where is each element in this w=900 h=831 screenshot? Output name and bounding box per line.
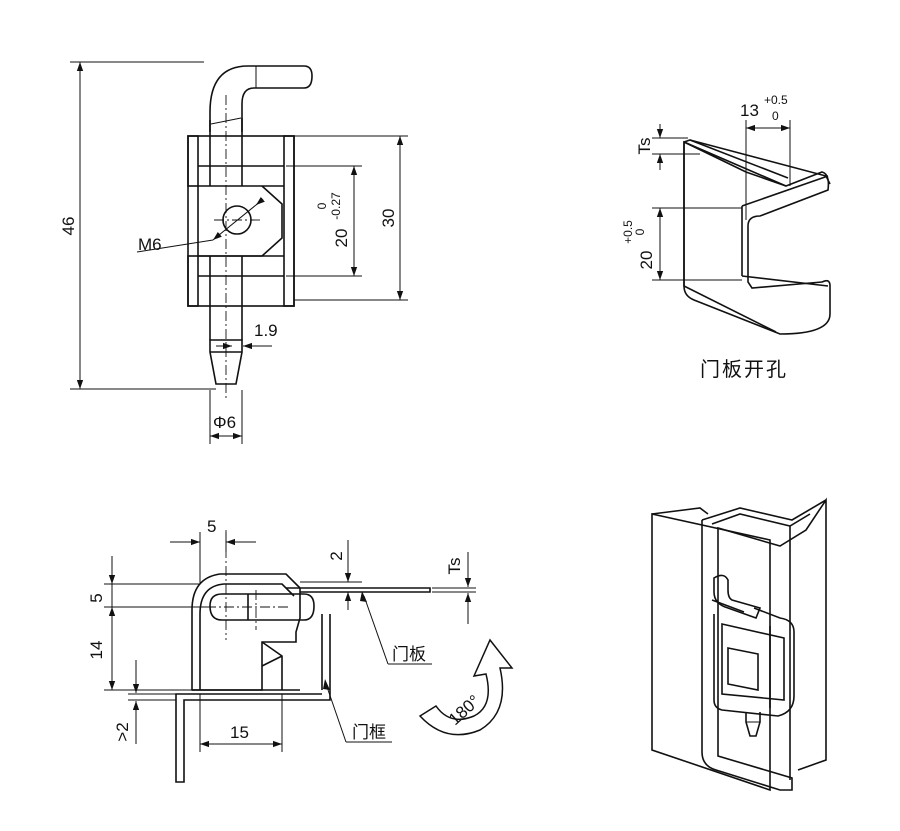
rotation-arrow: 180° [418, 638, 514, 736]
thread-label: M6 [138, 235, 162, 254]
dim-30: 30 [379, 209, 398, 228]
dim-14: 14 [87, 641, 106, 660]
door-frame [175, 614, 331, 783]
hinge-section [191, 573, 301, 691]
dim-ts-side: Ts [445, 558, 464, 575]
label-door-frame: 门框 [352, 723, 386, 743]
dim-1-9: 1.9 [254, 321, 278, 340]
svg-text:0: 0 [315, 202, 329, 209]
svg-text:0: 0 [772, 109, 779, 123]
dim-5-top: 5 [207, 517, 216, 536]
door-panel-line [286, 587, 431, 593]
label-door-panel: 门板 [392, 645, 426, 665]
dim-2: 2 [327, 551, 346, 560]
pin-shaft [209, 132, 243, 340]
dim-13: 13 [740, 101, 759, 120]
dim-20: 20 [332, 229, 351, 248]
cutout-caption: 门板开孔 [700, 357, 788, 381]
svg-text:+0.5: +0.5 [621, 220, 635, 244]
hinge-body [187, 135, 295, 307]
dim-15: 15 [230, 723, 249, 742]
isometric-view [651, 497, 827, 792]
dim-min-2: >2 [113, 722, 132, 741]
dim-phi-6: Φ6 [213, 413, 236, 432]
dim-ts: Ts [635, 138, 654, 155]
pin-handle [209, 65, 313, 132]
pin-section [209, 593, 315, 621]
dim-46: 46 [59, 217, 78, 236]
svg-text:+0.5: +0.5 [764, 93, 788, 107]
front-view: M6 46 30 20 0 -0.27 1.9 Φ6 [59, 61, 408, 444]
side-section-view: 5 2 Ts 5 14 >2 15 门板 [87, 517, 514, 783]
svg-text:0: 0 [633, 228, 647, 235]
svg-text:-0.27: -0.27 [329, 192, 343, 220]
door-panel-cutout-view: 13 +0.5 0 Ts 20 +0.5 0 门板开孔 [621, 93, 831, 381]
dim-5-side: 5 [87, 593, 106, 602]
dim-20-cutout: 20 [637, 251, 656, 270]
